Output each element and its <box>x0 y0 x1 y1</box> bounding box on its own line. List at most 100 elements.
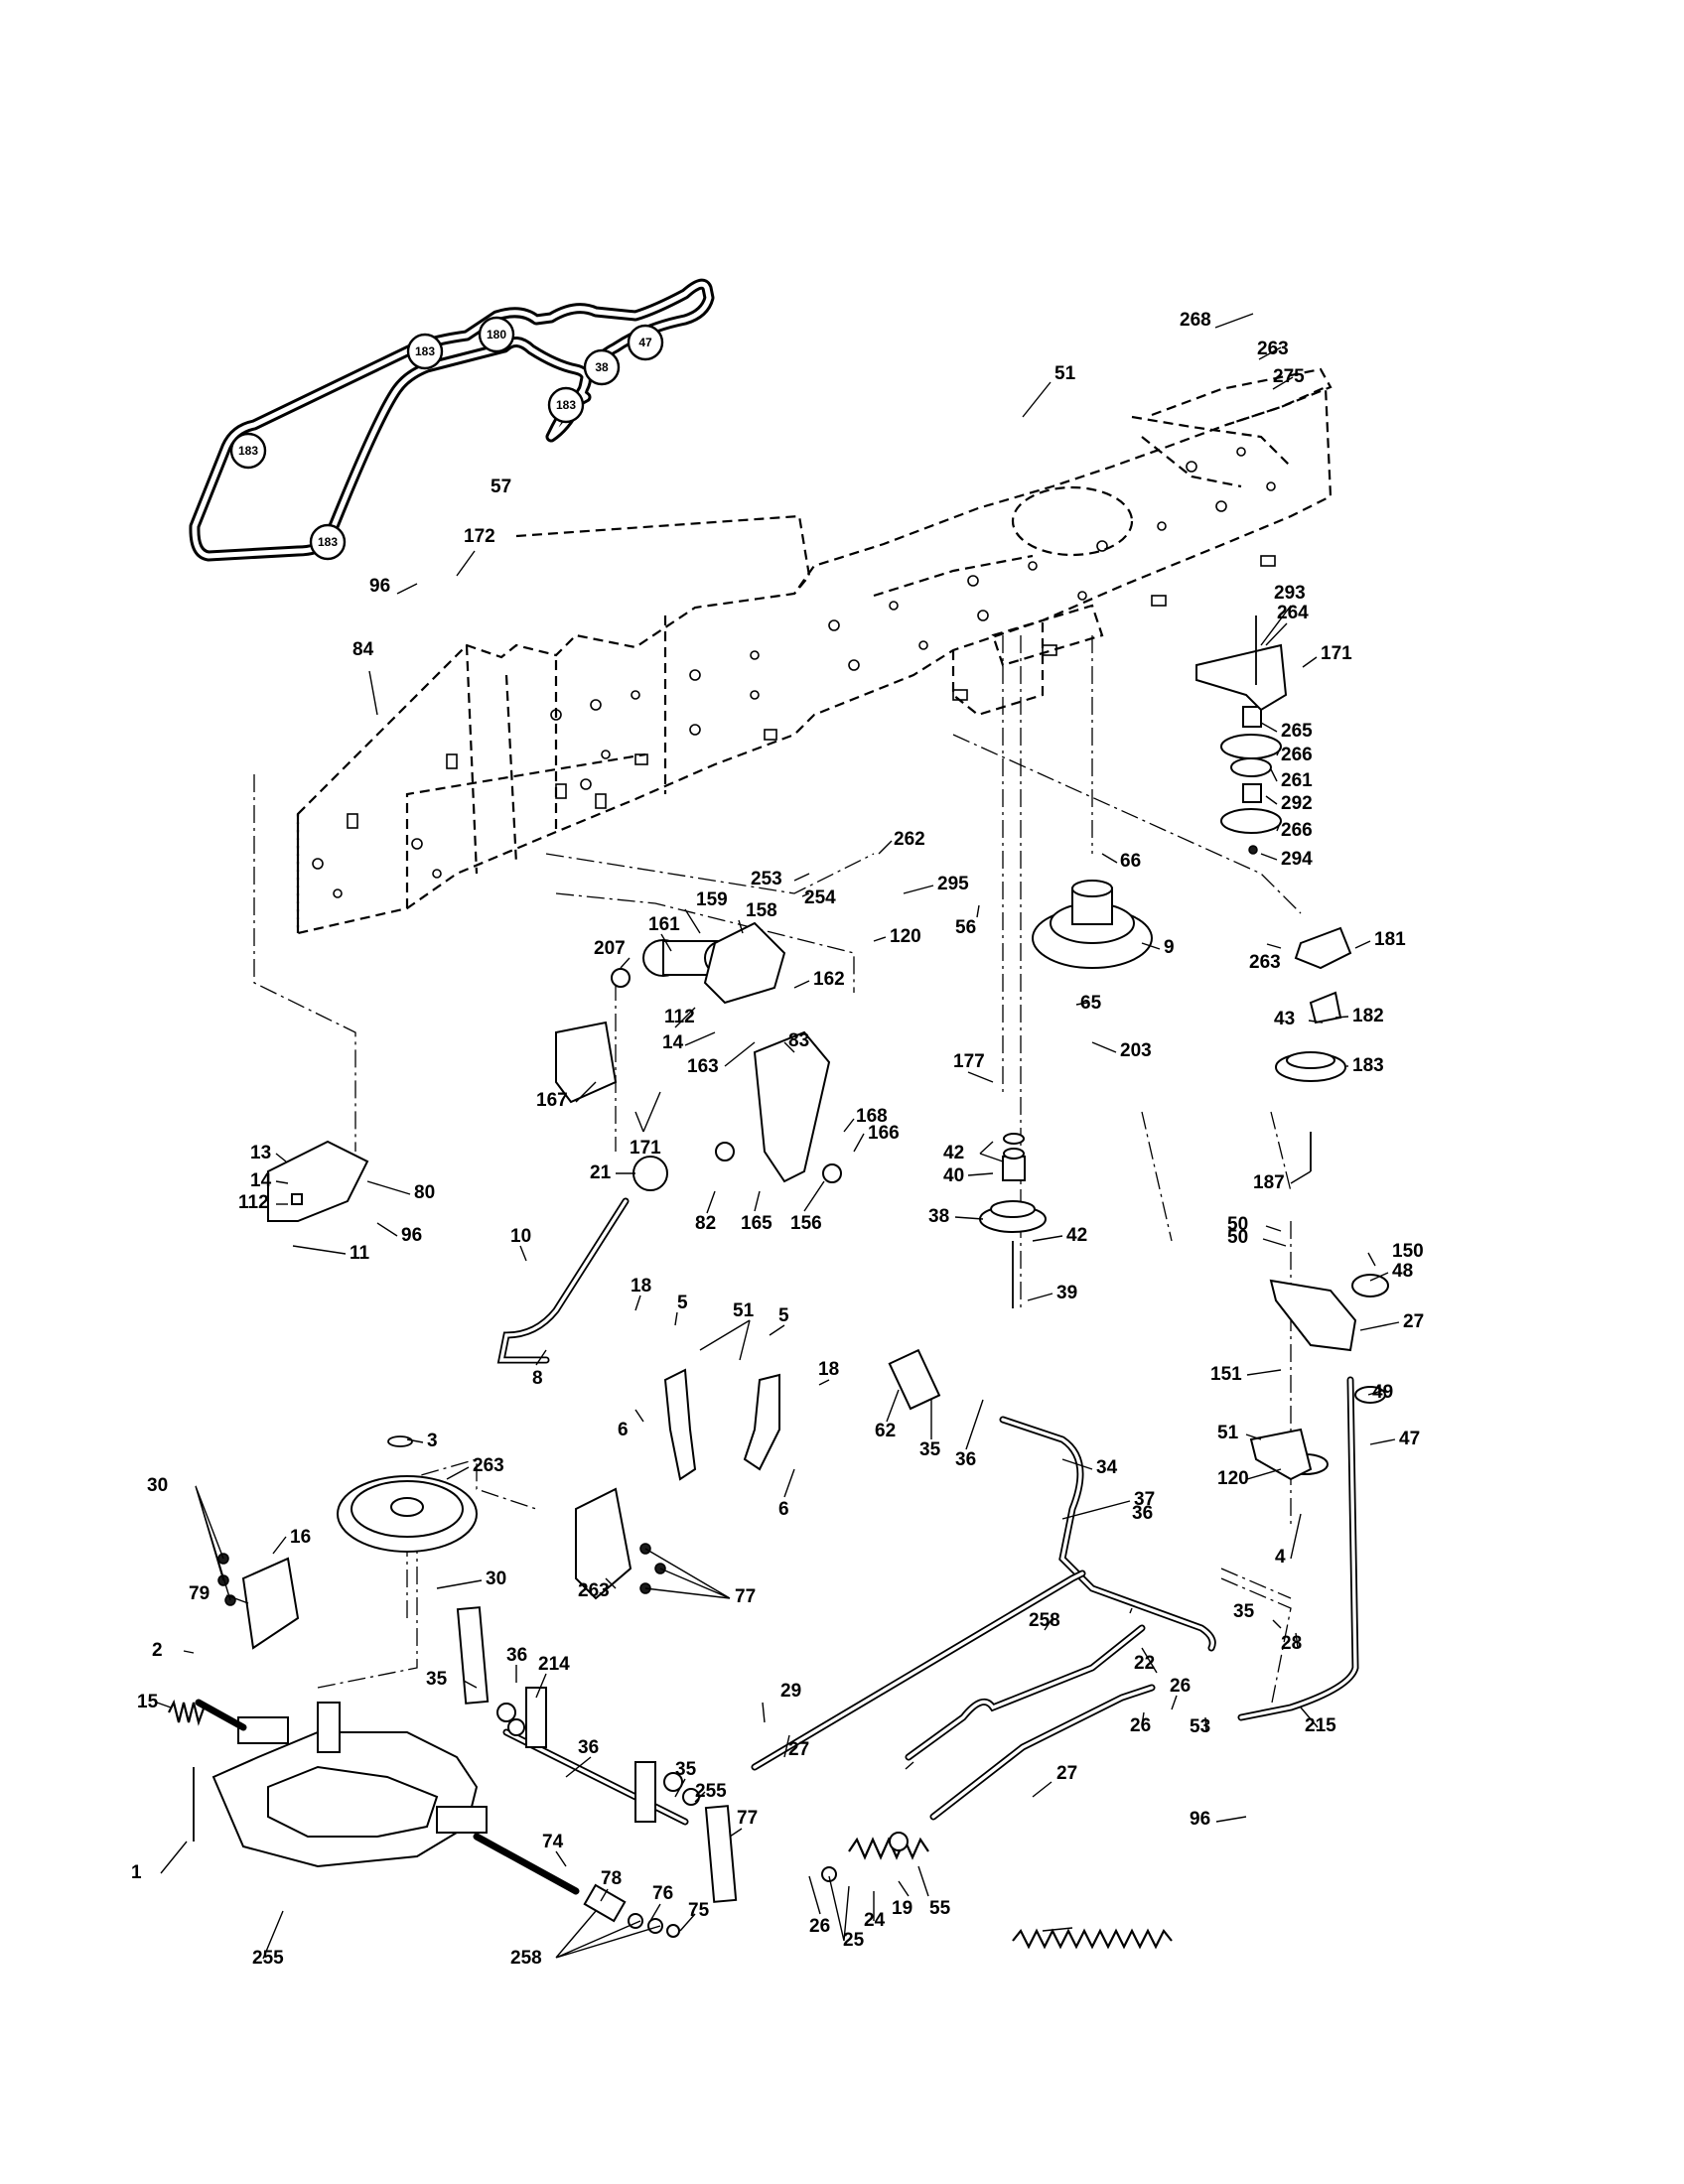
callout-label: 39 <box>1056 1283 1077 1303</box>
spring-2 <box>168 1699 206 1726</box>
callout-label: 161 <box>648 914 680 935</box>
callout-label: 295 <box>937 874 969 894</box>
callout-label: 151 <box>1210 1364 1242 1385</box>
belt-pulley-tag: 38 <box>583 348 621 386</box>
callout-label: 77 <box>737 1808 758 1829</box>
callout-label: 96 <box>1190 1809 1210 1830</box>
callout-label: 25 <box>843 1930 865 1951</box>
callout-label: 294 <box>1281 849 1313 870</box>
callout-label: 268 <box>1180 310 1211 331</box>
callout-label: 8 <box>532 1368 543 1389</box>
bracket-165 <box>715 1030 842 1183</box>
callout-label: 21 <box>590 1162 612 1183</box>
belt-pulley-tag: 183 <box>547 386 585 424</box>
callout-label: 82 <box>695 1213 716 1234</box>
callout-label: 258 <box>510 1948 542 1969</box>
callout-label: 42 <box>1066 1225 1087 1246</box>
callout-label: 24 <box>864 1910 886 1931</box>
callout-label: 1 <box>131 1862 142 1883</box>
belt-pulley-tag: 183 <box>406 333 444 370</box>
transaxle-1 <box>193 1699 580 1895</box>
callout-label: 165 <box>741 1213 772 1234</box>
callout-label: 96 <box>369 576 390 597</box>
callout-label: 53 <box>1190 1716 1210 1737</box>
belt-callout-label: 57 <box>491 477 511 497</box>
callout-label: 47 <box>1399 1429 1420 1449</box>
lift-shaft-214 <box>456 1606 738 1903</box>
callout-label: 77 <box>735 1586 756 1607</box>
callout-label: 167 <box>536 1090 568 1111</box>
svg-text:47: 47 <box>638 336 652 349</box>
callout-label: 42 <box>943 1143 964 1163</box>
callout-label: 5 <box>677 1293 688 1313</box>
callout-label: 254 <box>804 887 836 908</box>
callout-label: 35 <box>426 1669 448 1690</box>
bracket-30-left <box>217 1553 300 1650</box>
callout-label: 14 <box>250 1170 272 1191</box>
callout-label: 5 <box>778 1305 789 1326</box>
callout-label: 112 <box>238 1192 269 1213</box>
callout-label: 6 <box>618 1420 629 1440</box>
knob-21 <box>632 1156 668 1191</box>
callout-label: 292 <box>1281 793 1313 814</box>
transmission-pulley-3 <box>337 1435 478 1553</box>
belt-pulley-tag: 183 <box>309 523 347 561</box>
callout-label: 26 <box>1170 1676 1191 1697</box>
callout-label: 207 <box>594 938 626 959</box>
springs-25-55 <box>821 1832 1173 1950</box>
callout-label: 158 <box>746 900 777 921</box>
callout-label: 120 <box>890 926 921 947</box>
callout-labels: 51 268 263 275 172 96 84 293 264 171 265… <box>131 310 1424 1969</box>
callout-label: 83 <box>788 1030 809 1051</box>
callout-label: 2 <box>152 1640 163 1661</box>
callout-label: 266 <box>1281 745 1313 765</box>
callout-label: 3 <box>427 1431 438 1451</box>
callout-label: 120 <box>1217 1468 1249 1489</box>
callout-label: 159 <box>696 889 728 910</box>
callout-label: 163 <box>687 1056 719 1077</box>
callout-label: 18 <box>631 1276 651 1297</box>
callout-label: 4 <box>1275 1547 1286 1568</box>
callout-label: 15 <box>137 1692 159 1712</box>
callout-label: 258 <box>1029 1610 1060 1631</box>
callout-label: 203 <box>1120 1040 1152 1061</box>
callout-label: 27 <box>1056 1763 1077 1784</box>
callout-label: 253 <box>751 869 782 889</box>
callout-label: 14 <box>662 1032 684 1053</box>
callout-label: 96 <box>401 1225 422 1246</box>
callout-label: 187 <box>1253 1172 1285 1193</box>
belt-pulley-tag: 180 <box>478 316 515 353</box>
callout-label: 11 <box>350 1243 370 1264</box>
callout-label: 27 <box>788 1739 809 1760</box>
callout-label: 6 <box>778 1499 789 1520</box>
callout-label: 10 <box>510 1226 531 1247</box>
callout-label: 62 <box>875 1421 896 1441</box>
deck-lift-bracket-80 <box>267 1140 369 1222</box>
callout-label: 181 <box>1374 929 1406 950</box>
callout-label: 30 <box>147 1475 168 1496</box>
callout-label: 40 <box>943 1165 964 1186</box>
callout-label: 35 <box>1233 1601 1255 1622</box>
callout-label: 36 <box>955 1449 976 1470</box>
callout-label: 51 <box>1054 363 1076 384</box>
svg-text:183: 183 <box>556 398 576 412</box>
callout-label: 79 <box>189 1583 210 1604</box>
callout-label: 26 <box>809 1916 830 1937</box>
callout-label: 215 <box>1305 1715 1336 1736</box>
callout-label: 50 <box>1227 1214 1248 1235</box>
callout-label: 262 <box>894 829 925 850</box>
callout-label: 19 <box>892 1898 912 1919</box>
callout-label: 37 <box>1134 1489 1155 1510</box>
callout-label: 171 <box>630 1138 661 1159</box>
callout-label: 166 <box>868 1123 900 1144</box>
callout-label: 293 <box>1274 583 1306 604</box>
engine-pulley-9 <box>1032 880 1153 969</box>
callout-label: 38 <box>928 1206 949 1227</box>
callout-label: 263 <box>578 1580 610 1601</box>
brackets-5 <box>663 1368 780 1481</box>
callout-label: 177 <box>953 1051 985 1072</box>
callout-label: 112 <box>664 1007 695 1027</box>
callout-label: 78 <box>601 1868 622 1889</box>
svg-text:38: 38 <box>595 360 609 374</box>
